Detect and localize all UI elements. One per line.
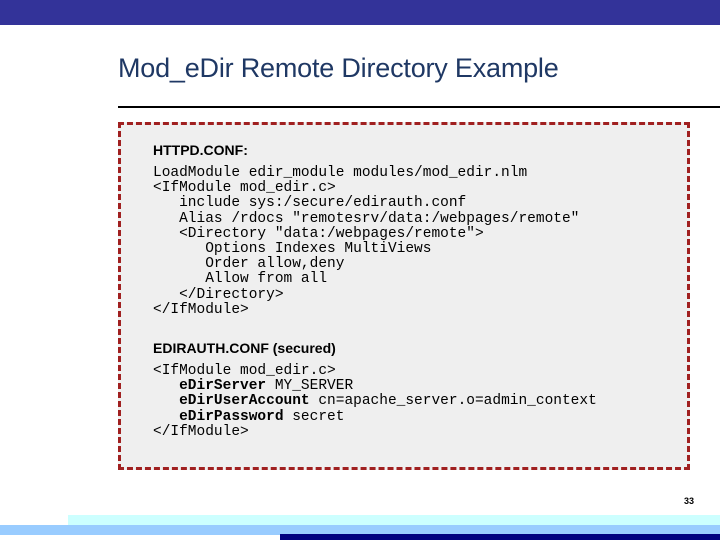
footer-band-blue	[0, 525, 720, 535]
page-title: Mod_eDir Remote Directory Example	[118, 53, 559, 83]
section-heading-edirauth: EDIRAUTH.CONF (secured)	[153, 340, 336, 356]
page-number: 33	[684, 496, 695, 506]
code-block-edirauth: <IfModule mod_edir.c> eDirServer MY_SERV…	[153, 363, 597, 440]
title-divider	[118, 106, 720, 108]
footer-band-navy	[280, 534, 720, 540]
section-heading-httpd: HTTPD.CONF:	[153, 142, 248, 158]
code-example-box: HTTPD.CONF: LoadModule edir_module modul…	[118, 122, 690, 470]
footer-band-cyan	[68, 515, 720, 525]
code-block-httpd: LoadModule edir_module modules/mod_edir.…	[153, 165, 580, 318]
section-edirauth-conf: EDIRAUTH.CONF (secured) <IfModule mod_ed…	[153, 340, 597, 440]
top-banner-bar	[0, 0, 720, 25]
section-httpd-conf: HTTPD.CONF: LoadModule edir_module modul…	[153, 142, 579, 318]
